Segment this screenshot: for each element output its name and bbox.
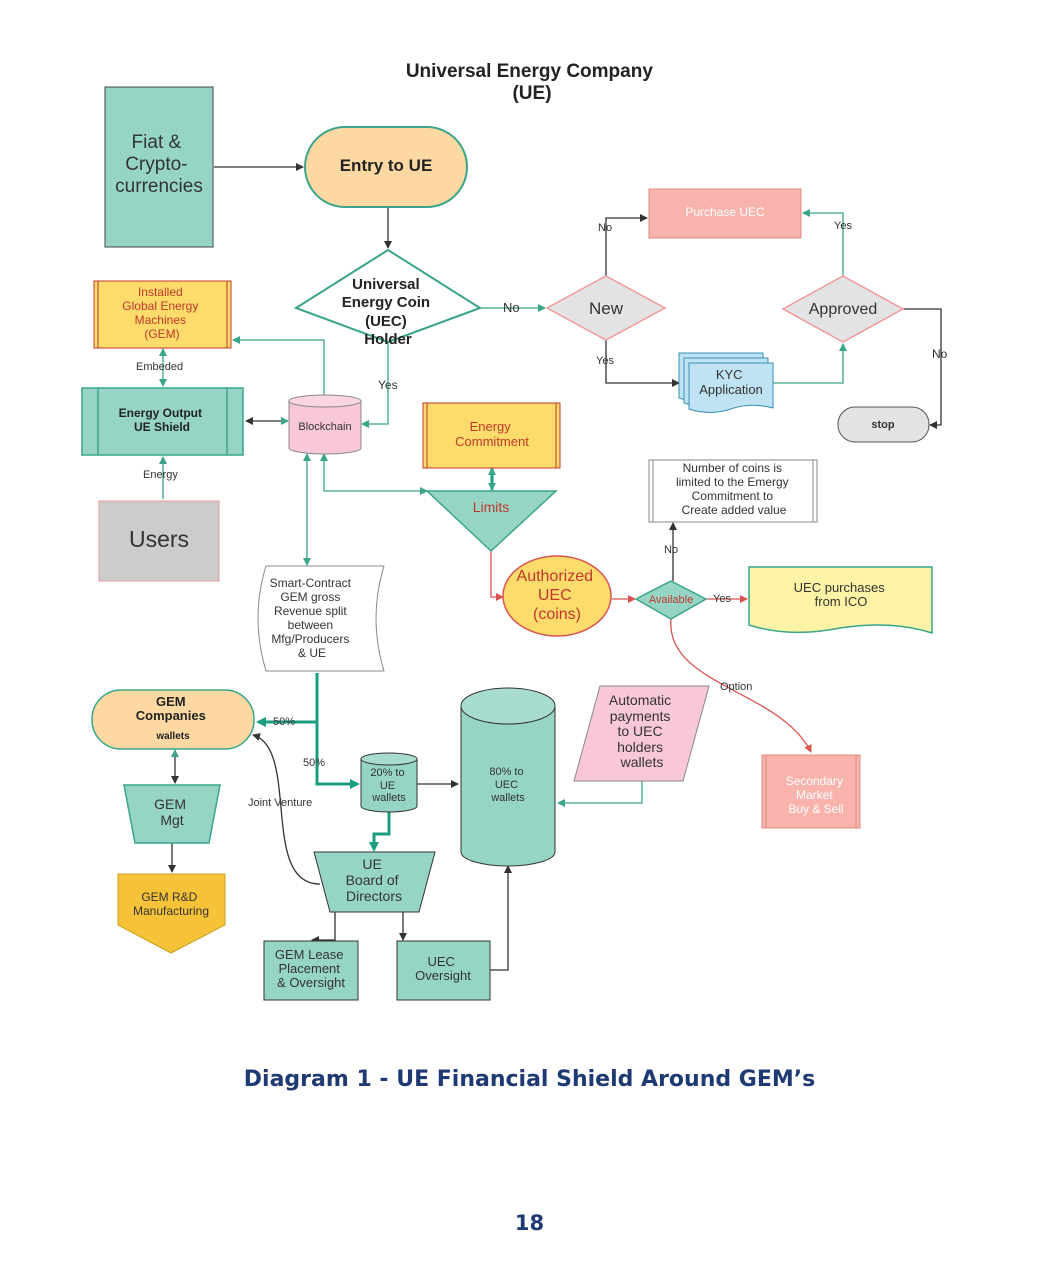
- svg-text:Energy Output UE Shield: Energy Output UE Shield: [119, 406, 206, 434]
- svg-text:Automatic payments: Automatic payments to UEC holders wallet…: [609, 692, 675, 770]
- label-energy: Energy: [143, 469, 178, 481]
- edge-automatic-80: [557, 781, 643, 807]
- node-uec-oversight: UEC Oversight: [396, 940, 491, 1001]
- svg-text:New: New: [589, 299, 624, 318]
- node-wallets-20: 20% to UE wallets: [360, 752, 418, 813]
- node-gem-companies: GEM Companies wallets: [91, 689, 255, 750]
- node-number-coins: Number of coins is limited to the Emergy…: [648, 459, 818, 523]
- node-gem-rd: GEM R&D Manufacturing: [117, 873, 226, 954]
- node-board: UE Board of Directors: [313, 851, 436, 913]
- svg-text:UE Board of Direct: UE Board of Directors: [346, 856, 403, 904]
- label-no-right: No: [932, 347, 948, 361]
- node-available: Available: [634, 580, 708, 620]
- node-entry: Entry to UE: [304, 126, 468, 208]
- svg-text:80% to UEC wallets: 80% to UEC wallets: [489, 766, 526, 804]
- node-energy-commitment: Energy Commitment: [422, 402, 561, 469]
- edge-smart-down: [256, 673, 319, 727]
- node-stop: stop: [837, 406, 930, 443]
- svg-text:Installed Global Energy: Installed Global Energy Machines (GEM): [122, 285, 201, 341]
- svg-text:Universal Energy Coin: Universal Energy Coin (UEC) Holder: [342, 276, 435, 348]
- node-smart-contract: Smart-Contract GEM gross Revenue split b…: [257, 565, 385, 672]
- svg-text:Purchase UEC: Purchase UEC: [685, 205, 765, 219]
- node-gem-lease: GEM Lease Placement & Oversight: [263, 940, 359, 1001]
- diagram-title: Universal Energy Company (UE): [406, 61, 658, 104]
- node-shield: Energy Output UE Shield: [81, 387, 244, 456]
- edge-20-board: [369, 812, 391, 852]
- edge-labels: No No Yes Yes No Yes Embeded Energy No Y…: [136, 220, 948, 809]
- node-installed-gem: Installed Global Energy Machines (GEM): [93, 280, 232, 349]
- svg-text:Number of coins is limi: Number of coins is limited to the Emergy…: [676, 461, 792, 517]
- svg-text:UEC purchases from ICO: UEC purchases from ICO: [794, 580, 889, 609]
- svg-text:Fiat & Crypto- cur: Fiat & Crypto- currencies: [115, 132, 203, 197]
- svg-text:GEM Lease Placement: GEM Lease Placement & Oversight: [275, 947, 347, 990]
- node-kyc: KYC Application: [678, 352, 774, 413]
- label-no-holder: No: [503, 300, 520, 315]
- edge-holder-blockchain: [361, 342, 389, 428]
- edge-blockchain-limits: [320, 453, 428, 495]
- svg-text:KYC Application: KYC Application: [699, 367, 763, 397]
- label-embeded: Embeded: [136, 361, 183, 373]
- node-secondary-market: Secondary Market Buy & Sell: [761, 754, 861, 829]
- edge-smart-20: [315, 722, 360, 789]
- label-no-available: No: [664, 544, 678, 556]
- svg-text:Users: Users: [129, 526, 189, 552]
- node-fiat: Fiat & Crypto- currencies: [104, 86, 214, 248]
- edge-joint-venture: [252, 733, 321, 885]
- edge-oversight-80: [490, 865, 512, 971]
- node-gem-mgt: GEM Mgt: [123, 784, 221, 844]
- label-yes-top: Yes: [834, 220, 852, 232]
- figure-caption: Diagram 1 - UE Financial Shield Around G…: [243, 1067, 816, 1092]
- svg-text:20% to UE wallets: 20% to UE wallets: [370, 767, 407, 804]
- edge-board-lease: [311, 912, 336, 944]
- node-new: New: [545, 275, 667, 341]
- edge-new-purchase: [605, 214, 648, 276]
- svg-text:Limits: Limits: [473, 499, 510, 515]
- svg-text:Entry to UE: Entry to UE: [340, 156, 433, 175]
- label-option: Option: [720, 681, 752, 693]
- node-ico: UEC purchases from ICO: [748, 566, 933, 635]
- label-no-top: No: [598, 222, 612, 234]
- edge-approved-stop: [903, 308, 942, 429]
- svg-text:Smart-Contract GEM gross: Smart-Contract GEM gross Revenue split b…: [270, 576, 355, 660]
- edge-kyc-approved: [772, 343, 847, 384]
- node-users: Users: [98, 500, 220, 582]
- node-automatic-payments: Automatic payments to UEC holders wallet…: [573, 685, 710, 782]
- svg-text:Authorized UEC (co: Authorized UEC (coins): [517, 568, 598, 623]
- svg-text:GEM R&D Manufacturing: GEM R&D Manufacturing: [133, 890, 209, 918]
- node-blockchain: Blockchain: [288, 394, 362, 455]
- node-authorized-uec: Authorized UEC (coins): [502, 555, 612, 637]
- label-yes-holder: Yes: [378, 378, 398, 392]
- edge-blockchain-installed: [232, 336, 325, 396]
- node-limits: Limits: [425, 490, 558, 553]
- node-approved: Approved: [781, 275, 905, 343]
- edge-new-kyc: [605, 340, 680, 387]
- label-50-a: 50%: [273, 716, 295, 728]
- edge-available-secondary: [670, 618, 812, 753]
- page-number: 18: [514, 1211, 545, 1235]
- svg-text:Blockchain: Blockchain: [298, 421, 351, 433]
- connectors: [159, 163, 942, 971]
- label-yes-available: Yes: [713, 593, 731, 605]
- svg-text:GEM Mgt: GEM Mgt: [154, 796, 190, 828]
- svg-text:GEM Companies wall: GEM Companies wallets: [136, 693, 211, 742]
- node-purchase-uec: Purchase UEC: [648, 188, 802, 239]
- svg-text:Available: Available: [649, 594, 693, 606]
- svg-text:Secondary Market B: Secondary Market Buy & Sell: [786, 774, 847, 816]
- edge-limits-authorized: [490, 551, 504, 601]
- label-yes-new: Yes: [596, 355, 614, 367]
- svg-text:Energy Commitment: Energy Commitment: [455, 419, 529, 449]
- node-uec-holder: Universal Energy Coin (UEC) Holder: [293, 248, 483, 348]
- label-joint-venture: Joint Venture: [248, 797, 312, 809]
- svg-text:UEC Oversight: UEC Oversight: [415, 954, 471, 983]
- node-wallets-80: 80% to UEC wallets: [460, 687, 556, 867]
- svg-text:Approved: Approved: [809, 301, 878, 318]
- svg-text:stop: stop: [871, 419, 895, 431]
- edge-approved-purchase: [802, 209, 844, 276]
- label-50-b: 50%: [303, 757, 325, 769]
